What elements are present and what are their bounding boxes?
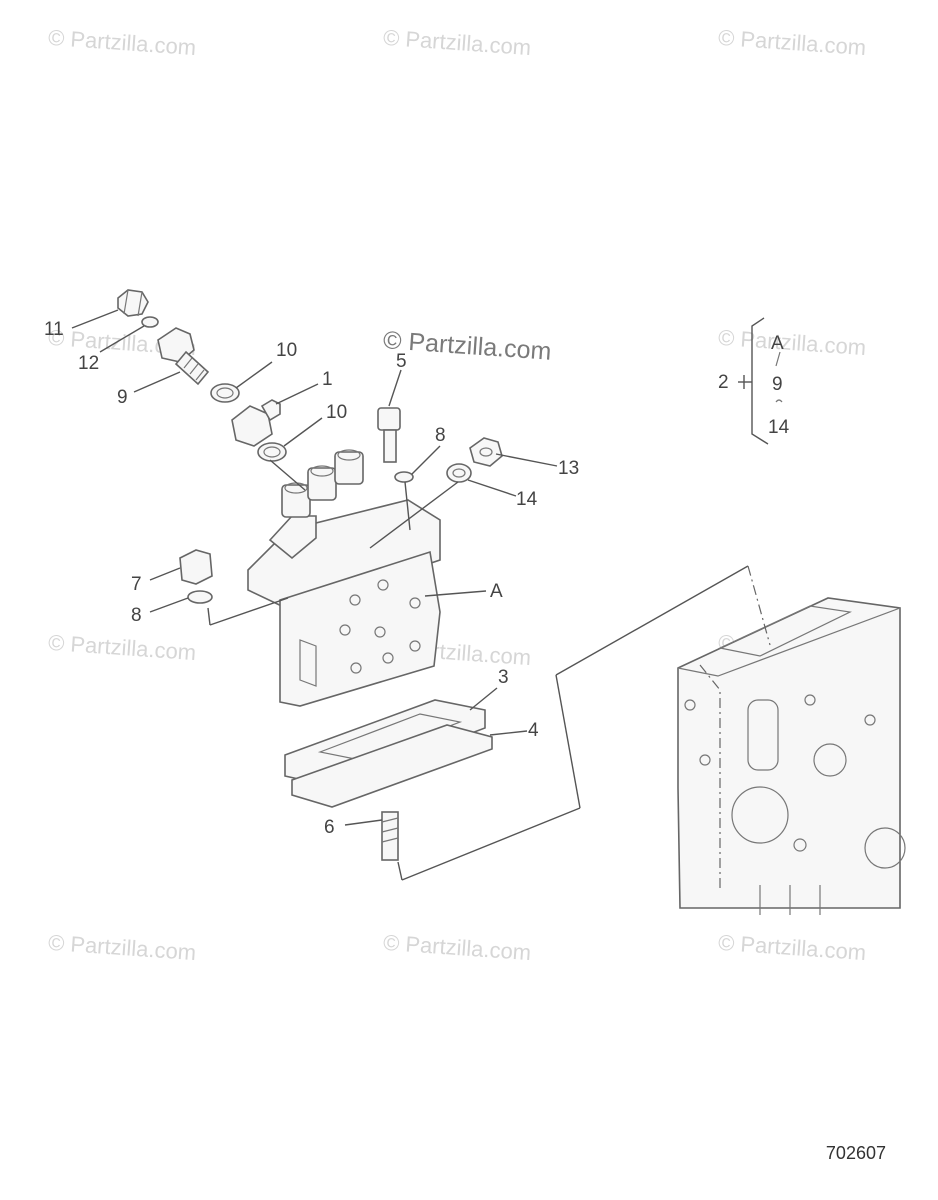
- callout-4: 4: [528, 720, 539, 741]
- diagram-reference-number: 702607: [825, 1143, 886, 1163]
- banjo-fitting-part[interactable]: [157, 327, 210, 386]
- banjo-bolt-part[interactable]: [117, 289, 149, 317]
- callout-1: 1: [322, 369, 333, 390]
- callout-13: 13: [558, 458, 580, 479]
- washer-part[interactable]: [394, 471, 414, 483]
- callout-6: 6: [324, 817, 335, 838]
- gasket-plate-part[interactable]: [291, 724, 493, 808]
- legend-middle: 9: [772, 374, 783, 395]
- washer-part[interactable]: [187, 590, 213, 604]
- valve-holder-part[interactable]: [231, 399, 281, 447]
- callout-A: A: [490, 581, 503, 602]
- callout-11: 11: [44, 319, 64, 340]
- callout-14: 14: [516, 489, 538, 510]
- legend-group-number: 2: [718, 372, 729, 393]
- seal-ring-part[interactable]: [210, 383, 240, 403]
- callout-10: 10: [276, 340, 298, 361]
- callout-10: 10: [326, 402, 348, 423]
- legend-bracket: [738, 317, 783, 445]
- callout-5: 5: [396, 351, 407, 372]
- leader-lines: [71, 309, 771, 881]
- callout-7: 7: [131, 574, 142, 595]
- callout-8: 8: [435, 425, 446, 446]
- injection-pump-body[interactable]: [247, 449, 441, 707]
- engine-block: [677, 597, 906, 915]
- cap-part[interactable]: [179, 549, 213, 585]
- legend-top: A: [771, 333, 784, 354]
- washer-part[interactable]: [141, 316, 159, 328]
- seal-ring-part[interactable]: [257, 442, 287, 462]
- stud-part[interactable]: [381, 811, 399, 861]
- plug-part[interactable]: [469, 437, 503, 467]
- callout-12: 12: [78, 353, 100, 374]
- callout-8: 8: [131, 605, 142, 626]
- callout-3: 3: [498, 667, 509, 688]
- gasket-ring-part[interactable]: [446, 463, 472, 483]
- screw-part[interactable]: [377, 407, 401, 463]
- callout-9: 9: [117, 387, 128, 408]
- legend-bottom: 14: [768, 417, 790, 438]
